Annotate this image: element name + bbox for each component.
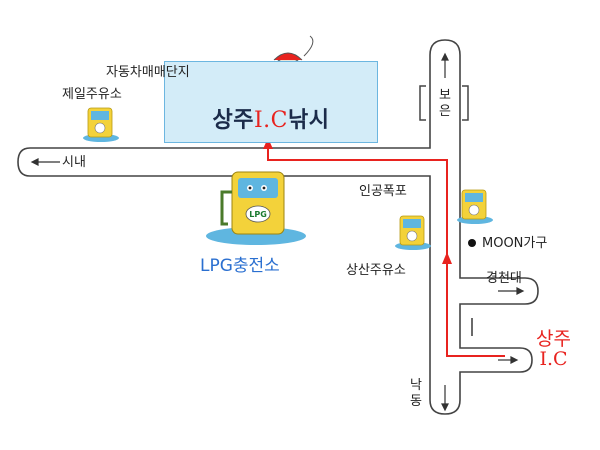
label-sangsan-gas: 상산주유소 <box>346 263 406 278</box>
lpg-pump-icon: LPG <box>206 171 306 245</box>
moon-marker <box>468 239 476 247</box>
moon-gas-pump-icon <box>457 189 493 224</box>
label-waterfall: 인공폭포 <box>359 184 407 199</box>
label-lpg-station: LPG충전소 <box>200 256 280 276</box>
jeil-gas-pump-icon <box>83 107 119 142</box>
label-gyeongcheon: 경천대 <box>486 271 522 286</box>
label-nakdong: 낙 동 <box>410 378 422 410</box>
boeun-bracket <box>419 85 469 121</box>
label-city: 시내 <box>62 155 86 170</box>
banner-title: 상주I.C낚시 <box>212 108 330 133</box>
label-sangju-ic: 상주 I.C <box>536 328 571 370</box>
road-arrows <box>30 52 525 412</box>
lpg-pump-text: LPG <box>249 210 267 219</box>
label-car-complex: 자동차매매단지 <box>106 65 190 80</box>
roads <box>17 39 539 415</box>
fishing-shop-banner: 상주I.C낚시 <box>164 61 378 143</box>
label-boeun: 보 은 <box>439 88 451 120</box>
route-line <box>267 148 505 357</box>
route-arrows <box>263 138 452 264</box>
label-moon: MOON가구 <box>482 236 548 251</box>
sangsan-gas-pump-icon <box>395 215 431 250</box>
label-jeil-gas: 제일주유소 <box>62 87 122 102</box>
